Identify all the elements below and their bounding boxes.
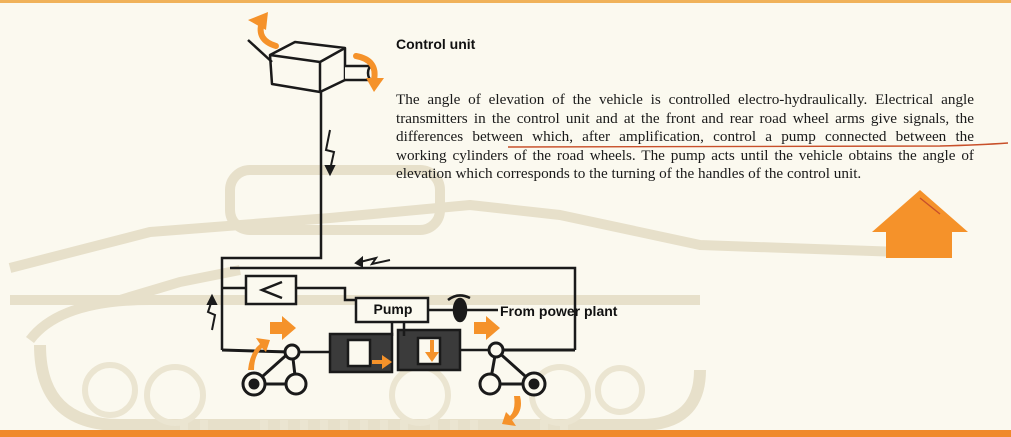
road-wheel-arm-rear [478,341,575,397]
signal-arrow-icon [206,129,391,331]
rotation-arrow-head-right [366,78,384,92]
pump-icon [354,296,430,324]
tank-silhouette [8,165,901,431]
control-unit-icon [247,39,378,94]
flow-arrows [248,316,521,426]
description-text: The angle of elevation of the vehicle is… [396,91,974,182]
signal-wiring [220,92,577,350]
rotation-arrow-head-left [248,12,268,30]
track-wheels [82,362,645,426]
up-arrow-icon [872,190,968,258]
top-border [0,0,1011,3]
flywheel-icon [428,294,498,323]
hydraulic-cylinders [300,322,494,374]
track-links [180,420,568,430]
pump-label: Pump [373,301,413,317]
control-unit-heading: Control unit [396,36,476,52]
road-wheel-arm-front [221,343,308,397]
amplifier-icon [244,274,298,306]
bottom-border [0,430,1011,437]
power-plant-label: From power plant [500,303,618,319]
pen-strike-marks [507,142,1009,215]
